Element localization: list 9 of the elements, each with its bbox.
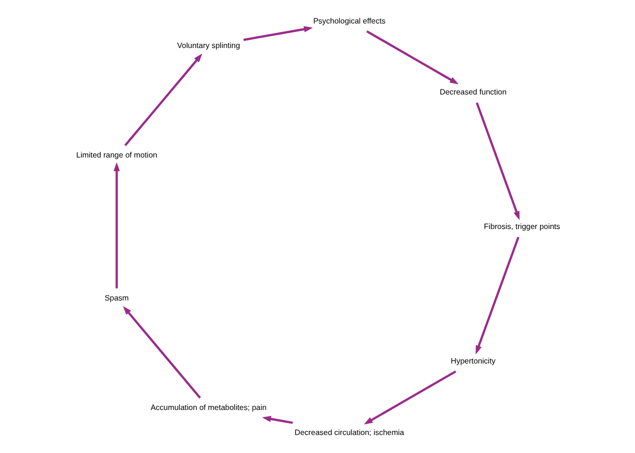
arrow: [475, 102, 520, 220]
arrow: [242, 26, 312, 40]
arrow: [262, 415, 292, 424]
arrow: [124, 53, 202, 146]
arrow: [363, 370, 456, 424]
arrow: [475, 236, 519, 354]
arrow: [113, 162, 120, 288]
arrow: [366, 30, 458, 84]
arrow: [122, 305, 200, 398]
